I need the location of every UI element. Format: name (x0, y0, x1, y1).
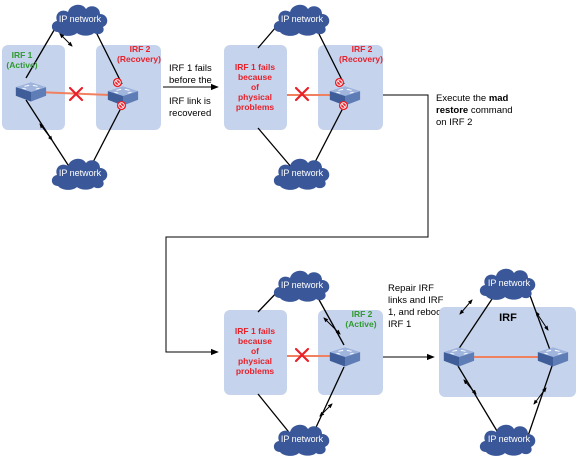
double-arrow-icon (59, 33, 73, 47)
failed-line: physical (238, 356, 272, 366)
irf2-state: (Active) (345, 319, 376, 329)
stage-1: IP network IP network IRF 1 (Active) IRF… (2, 4, 161, 190)
transition-3-caption: Repair IRF links and IRF 1, and reboot I… (388, 283, 444, 330)
svg-text:IRF 1 fails: IRF 1 fails (169, 63, 212, 74)
svg-text:restore command: restore command (436, 105, 513, 116)
blocked-port-icon (334, 77, 345, 88)
svg-text:Repair IRF: Repair IRF (388, 283, 434, 294)
transition-1-caption: IRF 1 fails before the IRF link is recov… (169, 63, 212, 119)
svg-text:1, and reboot: 1, and reboot (388, 307, 444, 318)
double-arrow-icon (39, 123, 53, 141)
irf-link (35, 91, 111, 96)
cloud-label: IP network (59, 14, 102, 24)
failed-irf1-panel (224, 45, 287, 130)
irf1-state: (Active) (6, 60, 37, 70)
cloud-label: IP network (281, 434, 324, 444)
cloud-label: IP network (281, 14, 324, 24)
cloud-label: IP network (281, 280, 324, 290)
failed-line: because (238, 336, 272, 346)
svg-text:IRF 1: IRF 1 (388, 319, 411, 330)
failed-line: IRF 1 fails (235, 326, 275, 336)
svg-text:links and IRF: links and IRF (388, 295, 444, 306)
cloud-label: IP network (488, 278, 531, 288)
failed-line: because (238, 72, 272, 82)
irf2-name: IRF 2 (352, 44, 373, 54)
double-arrow-icon (319, 403, 333, 417)
double-arrow-icon (459, 299, 473, 315)
double-arrow-icon (463, 379, 477, 395)
failed-line: physical (238, 92, 272, 102)
irf2-state: (Recovery) (339, 54, 383, 64)
svg-text:before the: before the (169, 75, 212, 86)
irf2-state: (Recovery) (117, 54, 161, 64)
blocked-port-icon (112, 77, 123, 88)
irf2-panel (96, 45, 161, 130)
irf-label: IRF (499, 312, 517, 324)
failed-line: problems (236, 366, 275, 376)
double-arrow-icon (323, 317, 341, 335)
irf1-name: IRF 1 (12, 50, 33, 60)
failed-line: of (251, 82, 259, 92)
failed-line: problems (236, 102, 275, 112)
blocked-port-icon (116, 100, 127, 111)
transition-2-caption: Execute the mad restore command on IRF 2 (436, 93, 513, 128)
cloud-label: IP network (59, 168, 102, 178)
cloud-label: IP network (281, 168, 324, 178)
double-arrow-icon (533, 387, 547, 405)
irf2-name: IRF 2 (352, 309, 373, 319)
stage-2: IP network IP network IRF 1 fails becaus… (224, 4, 383, 190)
svg-text:IRF link is: IRF link is (169, 96, 211, 107)
svg-text:Execute the mad: Execute the mad (436, 93, 509, 104)
svg-text:recovered: recovered (169, 108, 211, 119)
blocked-port-icon (338, 100, 349, 111)
irf2-name: IRF 2 (130, 44, 151, 54)
failed-line: IRF 1 fails (235, 62, 275, 72)
failed-irf1-panel (224, 310, 287, 395)
cloud-label: IP network (488, 434, 531, 444)
svg-text:on IRF 2: on IRF 2 (436, 117, 472, 128)
flow-arrow (165, 94, 429, 356)
double-arrow-icon (535, 311, 549, 331)
stage-3: IP network IP network IRF 1 fails becaus… (224, 270, 383, 456)
stage-4: IP network IP network IRF (439, 268, 576, 456)
failed-line: of (251, 346, 259, 356)
irf2-panel (318, 45, 383, 130)
